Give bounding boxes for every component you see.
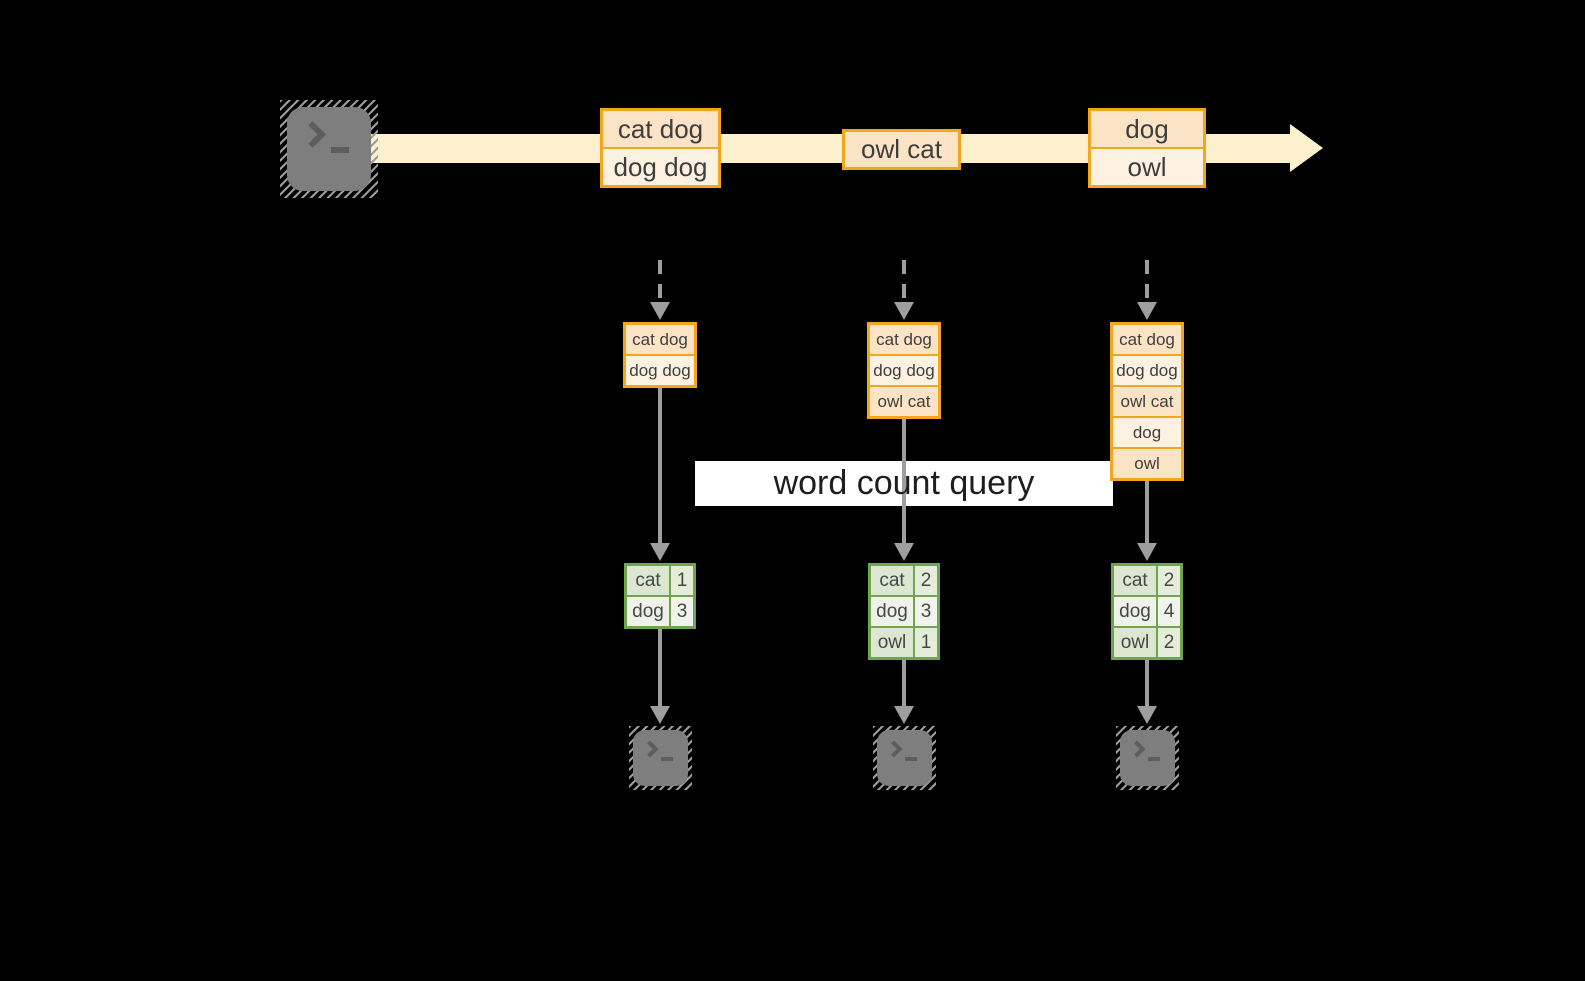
count-cell: 4 [1158,597,1180,626]
stream-event-1: cat dog dog dog [600,108,721,188]
count-row: dog 3 [627,597,693,626]
flow-line [1145,479,1149,543]
count-row: dog 4 [1114,597,1180,626]
count-cell: 1 [915,628,937,657]
word-cell: owl [871,628,913,657]
word-cell: cat [871,566,913,595]
buffer-row: dog [1113,418,1181,447]
flow-arrowhead-icon [1137,706,1157,724]
flow-line [658,627,662,706]
buffer-row: cat dog [870,325,938,354]
prompt-chevron-icon [299,121,326,148]
dashed-arrow [1145,260,1149,302]
event-line: owl cat [845,132,958,167]
buffer-row: dog dog [1113,356,1181,385]
input-buffer-2: cat dog dog dog owl cat [867,322,941,419]
query-label: word count query [773,464,1035,502]
flow-line [902,417,906,543]
buffer-row: cat dog [626,325,694,354]
count-row: dog 3 [871,597,937,626]
dashed-arrowhead-icon [894,302,914,320]
prompt-chevron-icon [1128,740,1146,758]
terminal-screen [633,730,688,786]
flow-line [902,658,906,706]
count-row: cat 2 [1114,566,1180,595]
word-cell: dog [871,597,913,626]
dashed-arrow [902,260,906,302]
flow-arrowhead-icon [650,543,670,561]
flow-arrowhead-icon [650,706,670,724]
event-line: dog [1091,111,1203,147]
count-table-3: cat 2 dog 4 owl 2 [1111,563,1183,660]
stream-event-3: dog owl [1088,108,1206,188]
word-cell: cat [1114,566,1156,595]
dashed-arrow [658,260,662,302]
terminal-icon [873,726,936,790]
dashed-arrowhead-icon [1137,302,1157,320]
input-buffer-3: cat dog dog dog owl cat dog owl [1110,322,1184,481]
flow-arrowhead-icon [1137,543,1157,561]
terminal-icon [1116,726,1179,790]
input-buffer-1: cat dog dog dog [623,322,697,388]
buffer-row: dog dog [626,356,694,385]
prompt-cursor-icon [331,147,349,153]
buffer-row: owl cat [870,387,938,416]
dashed-arrowhead-icon [650,302,670,320]
terminal-icon [629,726,692,790]
stream-event-2: owl cat [842,129,961,170]
word-cell: dog [627,597,669,626]
prompt-chevron-icon [885,740,903,758]
count-cell: 3 [671,597,693,626]
buffer-row: dog dog [870,356,938,385]
flow-line [1145,658,1149,706]
count-cell: 1 [671,566,693,595]
event-line: owl [1091,149,1203,185]
count-row: owl 1 [871,628,937,657]
count-table-1: cat 1 dog 3 [624,563,696,629]
prompt-cursor-icon [905,757,917,761]
flow-line [658,386,662,543]
count-cell: 2 [1158,566,1180,595]
word-cell: owl [1114,628,1156,657]
count-cell: 2 [915,566,937,595]
count-row: cat 2 [871,566,937,595]
event-line: cat dog [603,111,718,147]
count-table-2: cat 2 dog 3 owl 1 [868,563,940,660]
buffer-row: owl cat [1113,387,1181,416]
count-row: owl 2 [1114,628,1180,657]
prompt-chevron-icon [641,740,659,758]
terminal-icon [280,100,378,198]
flow-arrowhead-icon [894,543,914,561]
word-cell: cat [627,566,669,595]
word-cell: dog [1114,597,1156,626]
buffer-row: owl [1113,449,1181,478]
terminal-screen [877,730,932,786]
event-line: dog dog [603,149,718,185]
stream-arrowhead-icon [1290,124,1323,172]
prompt-cursor-icon [1148,757,1160,761]
count-cell: 3 [915,597,937,626]
flow-arrowhead-icon [894,706,914,724]
count-cell: 2 [1158,628,1180,657]
buffer-row: cat dog [1113,325,1181,354]
terminal-screen [1120,730,1175,786]
terminal-screen [287,107,371,191]
count-row: cat 1 [627,566,693,595]
prompt-cursor-icon [661,757,673,761]
